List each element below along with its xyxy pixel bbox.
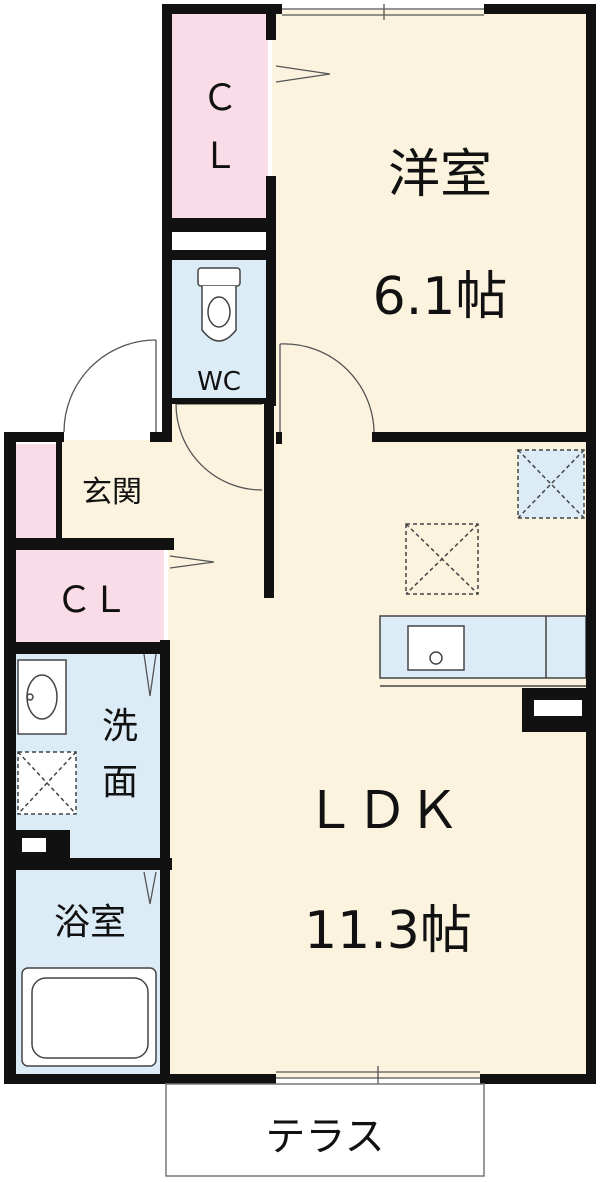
bathroom-door-icon [143, 871, 157, 905]
walls [4, 4, 596, 1084]
terrace-label: テラス [265, 1114, 384, 1160]
western-room-name: 洋室 [388, 145, 492, 205]
closet-top-label-1: Ｃ [202, 78, 238, 119]
terrace [165, 1083, 485, 1177]
kitchen-counter-icon [379, 615, 587, 687]
washroom-label-2: 面 [102, 762, 138, 803]
closet-entry-floor [16, 548, 164, 644]
fixtures [17, 267, 587, 1067]
closet-entry-label: ＣＬ [56, 580, 128, 621]
ldk-name: ＬＤＫ [304, 781, 460, 841]
entrance-door-icon [63, 339, 157, 433]
toilet-icon [197, 267, 241, 342]
entrance-floor [60, 440, 168, 540]
closet-top-floor [172, 14, 268, 220]
terrace-outline [165, 1083, 485, 1177]
window-bottom-icon [276, 1066, 480, 1084]
washing-machine-space-icon [17, 751, 77, 815]
western-room-door-icon [279, 343, 375, 439]
bathtub-icon [21, 967, 157, 1067]
western-room-size: 6.1帖 [373, 267, 508, 327]
wc-label: WC [197, 367, 241, 397]
ldk-floor [168, 438, 588, 1078]
wc-door-icon [175, 403, 263, 491]
refrigerator-space-icon [517, 449, 585, 519]
closet-top-label-2: Ｌ [202, 136, 238, 177]
wash-basin-icon [17, 659, 67, 735]
window-top-icon [282, 4, 484, 20]
ldk-size: 11.3帖 [304, 901, 472, 961]
washroom-label-1: 洗 [102, 706, 138, 747]
labels: 洋室 6.1帖 Ｃ Ｌ WC 玄関 ＣＬ 洗 面 浴室 ＬＤＫ 11.3帖 テラ… [54, 78, 507, 1160]
bathroom-label: 浴室 [54, 902, 126, 943]
entry-closet-door-icon [169, 555, 215, 569]
hall-floor [168, 400, 272, 440]
washroom-door-icon [143, 653, 157, 697]
ceiling-hatch-icon [405, 523, 479, 595]
western-room-floor [272, 10, 588, 438]
entrance-cupboard-floor [16, 444, 60, 540]
entrance-label: 玄関 [82, 475, 142, 510]
closet-door-icon [275, 65, 331, 83]
